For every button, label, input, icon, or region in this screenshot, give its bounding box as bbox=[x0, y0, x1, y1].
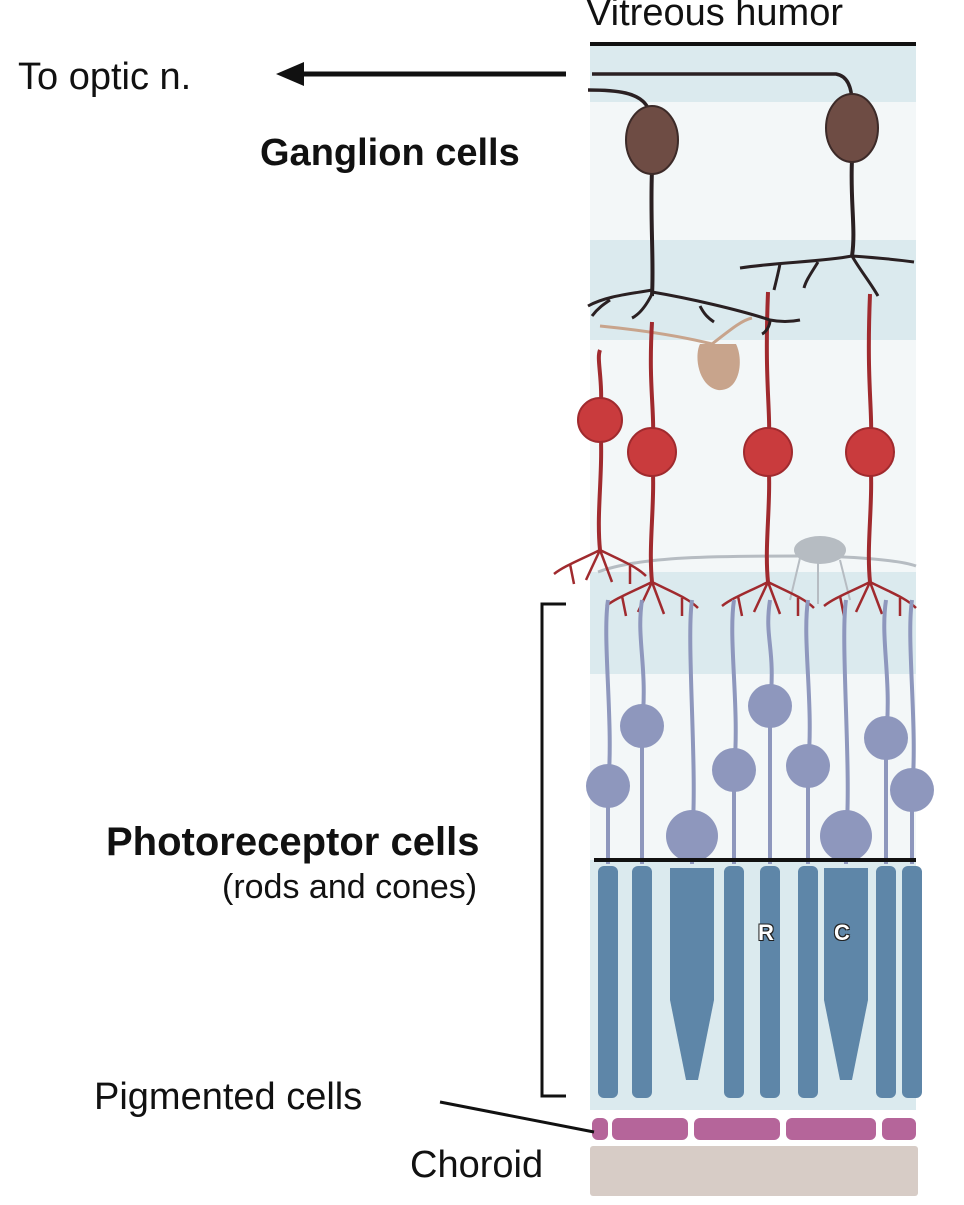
rods-and-cones-label: (rods and cones) bbox=[222, 868, 478, 906]
ganglion-cell-left bbox=[587, 105, 801, 336]
bipolar-cell-3 bbox=[721, 291, 815, 617]
pigmented-cell-2 bbox=[612, 1118, 688, 1140]
photoreceptor-rod-9 bbox=[890, 599, 934, 1098]
photoreceptor-rod-4 bbox=[712, 599, 756, 1098]
photoreceptor-cone-3 bbox=[666, 599, 718, 1080]
choroid-layer bbox=[590, 1146, 918, 1196]
to-optic-nerve-label: To optic n. bbox=[18, 56, 192, 98]
photoreceptor-rod-8 bbox=[864, 599, 908, 1098]
ganglion-cells-label: Ganglion cells bbox=[260, 132, 520, 174]
ganglion-cell-right bbox=[739, 93, 915, 297]
bipolar-cells bbox=[553, 291, 917, 617]
amacrine-cell bbox=[599, 316, 753, 391]
pigmented-cell-4 bbox=[786, 1118, 876, 1140]
photoreceptor-cone-7 bbox=[820, 599, 872, 1080]
pigmented-cells-leader bbox=[439, 1100, 595, 1134]
pigmented-cell-1 bbox=[592, 1118, 608, 1140]
bipolar-cell-2 bbox=[605, 321, 699, 617]
photoreceptor-bracket bbox=[540, 602, 566, 1098]
inner-plexiform-band bbox=[590, 240, 916, 340]
bipolar-cell-4 bbox=[823, 293, 917, 617]
pigmented-cell-3 bbox=[694, 1118, 780, 1140]
pigment-gap bbox=[590, 1110, 916, 1120]
vitreous-humor-label: Vitreous humor bbox=[586, 0, 843, 34]
rod-marker-label: R bbox=[758, 920, 774, 945]
optic-nerve-arrow bbox=[276, 62, 566, 86]
photoreceptor-cells-label: Photoreceptor cells bbox=[106, 820, 480, 864]
choroid-label: Choroid bbox=[410, 1144, 544, 1186]
pigmented-cell-5 bbox=[882, 1118, 916, 1140]
bipolar-cell-1 bbox=[553, 349, 647, 585]
photoreceptor-rod-6 bbox=[786, 599, 830, 1098]
photoreceptor-rod-5 bbox=[748, 599, 792, 1098]
photoreceptor-cells bbox=[586, 599, 934, 1098]
pigmented-cell-layer bbox=[592, 1118, 916, 1140]
photoreceptor-rod-1 bbox=[586, 599, 630, 1098]
photoreceptor-rod-2 bbox=[620, 599, 664, 1098]
pigmented-cells-label: Pigmented cells bbox=[94, 1076, 363, 1118]
cone-marker-label: C bbox=[834, 920, 850, 945]
